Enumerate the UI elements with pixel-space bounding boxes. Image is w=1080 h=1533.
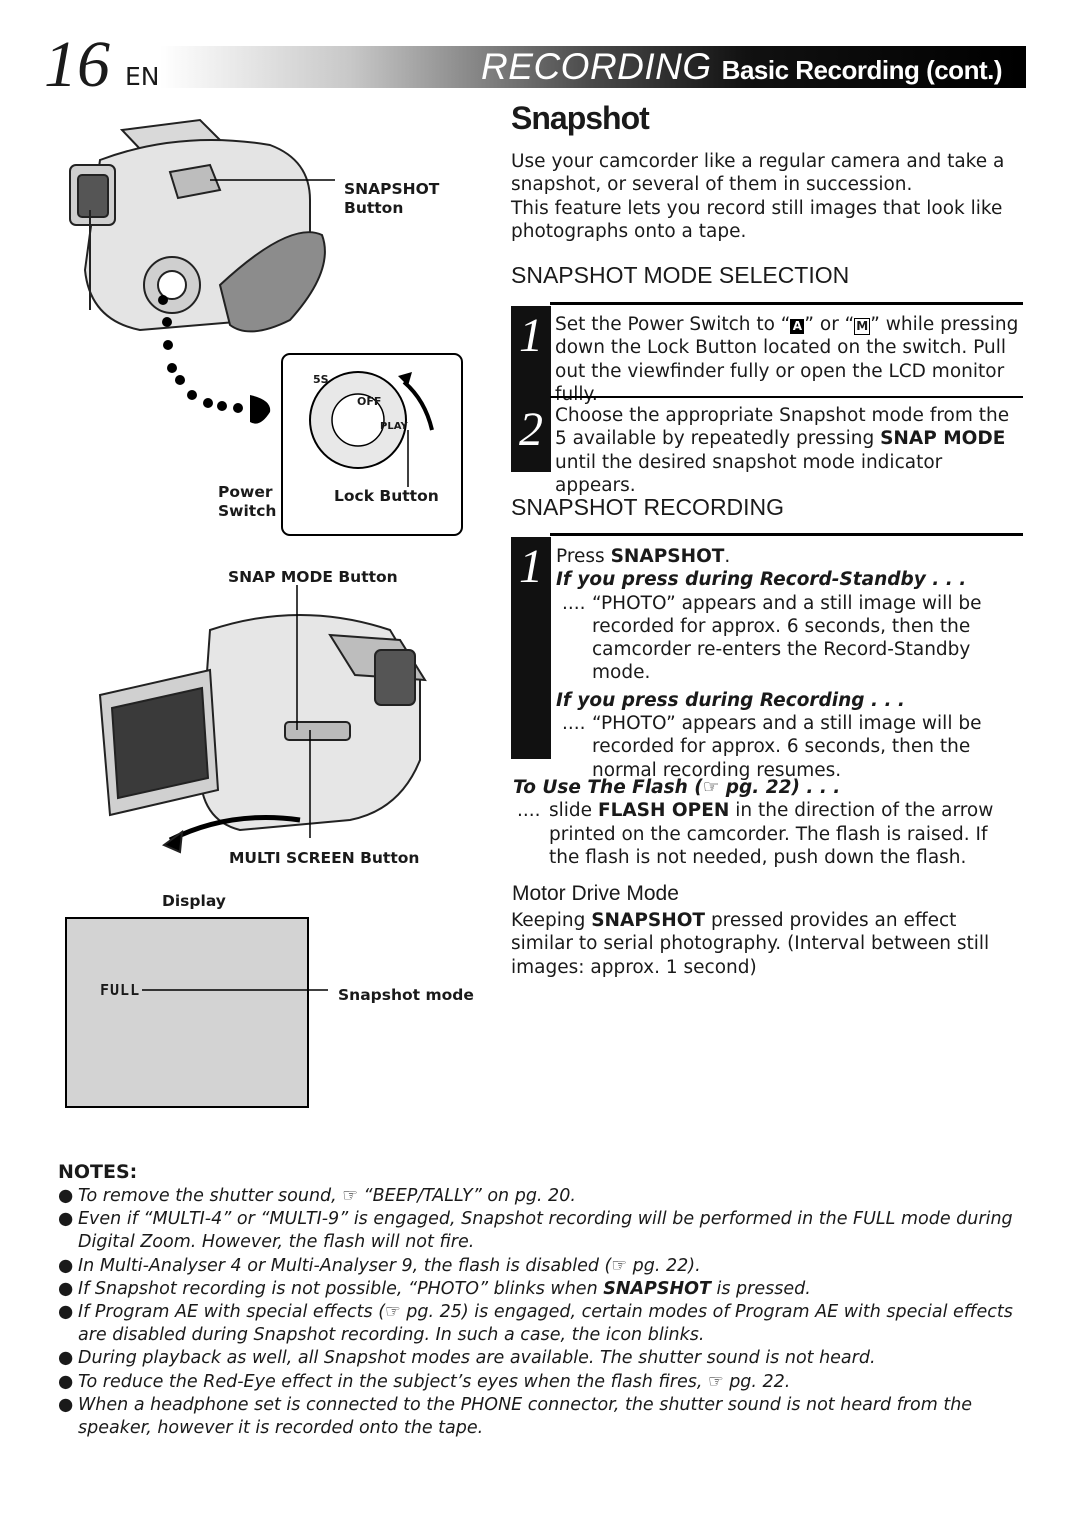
intro-text: Use your camcorder like a regular camera… — [511, 151, 1005, 242]
page-number: 16 — [44, 28, 110, 101]
recording-step-1-number: 1 — [511, 537, 551, 759]
recording-step-1: Press SNAPSHOT. If you press during Reco… — [556, 546, 982, 781]
step-2-text: Choose the appropriate Snapshot mode fro… — [555, 405, 1010, 496]
full-indicator: FULL — [100, 981, 141, 999]
step-1-text: Set the Power Switch to “A” or “M” while… — [555, 314, 1019, 405]
recording-rule — [550, 533, 1023, 536]
mode-m-icon: M — [854, 318, 871, 335]
note-item: ●If Snapshot recording is not possible, … — [58, 1278, 811, 1299]
motor-drive-text: Keeping SNAPSHOT pressed provides an eff… — [511, 910, 990, 978]
page-title: Snapshot — [511, 100, 650, 136]
flash-section: To Use The Flash (☞ pg. 22) . . . .... s… — [513, 777, 994, 868]
display-screen — [65, 917, 309, 1108]
note-item: ●During playback as well, all Snapshot m… — [58, 1348, 876, 1369]
step-2-number: 2 — [511, 400, 551, 472]
lock-button-label: Lock Button — [334, 487, 439, 505]
section-heading: RECORDING Basic Recording (cont.) — [481, 46, 1002, 88]
notes-heading: NOTES: — [58, 1161, 138, 1183]
snap-mode-button-label: SNAP MODE Button — [228, 568, 398, 586]
recording-heading: SNAPSHOT RECORDING — [511, 494, 785, 520]
subsection-title: Basic Recording (cont.) — [721, 55, 1003, 85]
language-code: EN — [125, 62, 160, 91]
note-item: ●In Multi-Analyser 4 or Multi-Analyser 9… — [58, 1255, 701, 1276]
dial-play-label: PLAY — [380, 421, 408, 432]
camcorder-illustrations — [65, 118, 463, 1108]
mode-selection-rule — [550, 302, 1023, 305]
header-bar — [160, 46, 1022, 88]
motor-drive-heading: Motor Drive Mode — [512, 882, 679, 905]
note-item: ●If Program AE with special effects (☞ p… — [58, 1302, 1013, 1346]
notes-list: ●To remove the shutter sound, ☞ “BEEP/TA… — [58, 1185, 1028, 1440]
multi-screen-button-label: MULTI SCREEN Button — [229, 849, 420, 867]
header-bar-end — [1022, 46, 1026, 88]
note-item: ●To remove the shutter sound, ☞ “BEEP/TA… — [58, 1186, 576, 1206]
step-1-number: 1 — [511, 306, 551, 400]
dial-off-label: OFF — [357, 395, 382, 408]
camcorder-side-view — [98, 585, 427, 854]
step-divider — [550, 396, 1023, 398]
note-item: ●Even if “MULTI-4” or “MULTI-9” is engag… — [58, 1209, 1013, 1253]
display-label: Display — [162, 892, 226, 910]
camcorder-top-view — [69, 118, 335, 333]
power-dial — [309, 371, 434, 487]
snapshot-mode-label: Snapshot mode — [338, 986, 474, 1004]
section-title: RECORDING — [481, 46, 712, 87]
dial-5s-label: 5S — [313, 373, 329, 386]
mode-a-icon: A — [790, 319, 805, 334]
mode-selection-heading: SNAPSHOT MODE SELECTION — [511, 262, 850, 288]
note-item: ●To reduce the Red-Eye effect in the sub… — [58, 1371, 791, 1392]
dotted-arrow — [158, 295, 271, 424]
note-item: ●When a headphone set is connected to th… — [58, 1394, 973, 1439]
